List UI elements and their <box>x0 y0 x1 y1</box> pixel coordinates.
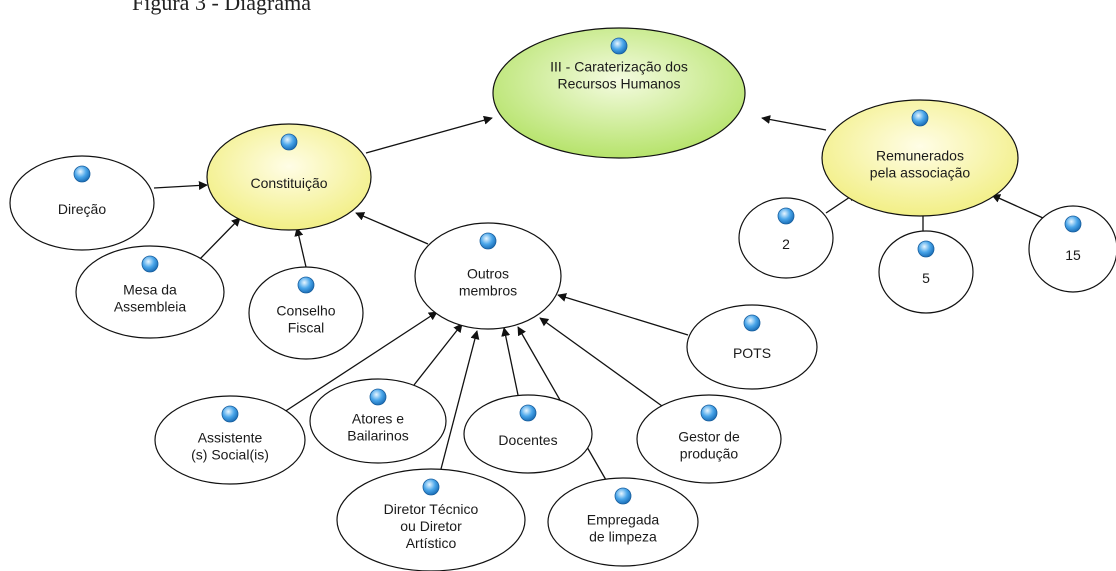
node-marker-icon <box>777 207 795 225</box>
diagram-caption: Figura 3 - Diagrama <box>132 0 311 16</box>
node-label: pela associação <box>870 165 971 181</box>
node-marker-icon <box>297 276 315 294</box>
node-shape <box>309 378 447 464</box>
node-label: 15 <box>1065 247 1081 263</box>
node-marker-icon <box>479 232 497 250</box>
edge-constituicao-rh <box>365 115 493 154</box>
node-label: Empregada <box>587 512 660 528</box>
caption-text: Figura 3 - Diagrama <box>132 0 311 15</box>
node-label: Assembleia <box>114 299 187 315</box>
edge-conselho-constituicao <box>294 227 307 268</box>
node-marker-icon <box>917 240 935 258</box>
edge-n15-remunerados <box>991 194 1044 219</box>
node-label: Mesa da <box>123 282 177 298</box>
node-marker-icon <box>743 314 761 332</box>
node-direcao[interactable]: Direção <box>9 155 155 251</box>
node-marker-icon <box>614 487 632 505</box>
node-label: de limpeza <box>589 529 657 545</box>
node-shape <box>9 155 155 251</box>
node-label: Gestor de <box>678 429 740 445</box>
edge-outros-constituicao <box>355 212 429 245</box>
node-marker-icon <box>221 405 239 423</box>
node-marker-icon <box>280 133 298 151</box>
node-label: Fiscal <box>288 320 325 336</box>
edge-mesa-constituicao <box>197 217 241 262</box>
edge-diretor-outros <box>440 330 480 470</box>
node-pots[interactable]: POTS <box>686 304 818 390</box>
node-shape <box>821 99 1019 217</box>
node-label: Artístico <box>406 535 457 551</box>
node-constituicao[interactable]: Constituição <box>206 123 372 231</box>
node-assistente[interactable]: Assistente(s) Social(is) <box>154 395 306 485</box>
node-label: III - Caraterização dos <box>550 59 688 75</box>
edge-atores-outros <box>413 323 463 386</box>
node-label: 2 <box>782 236 790 252</box>
node-shape <box>463 394 593 474</box>
node-shape <box>492 27 746 159</box>
node-shape <box>336 468 526 571</box>
node-label: Direção <box>58 201 106 217</box>
node-label: (s) Social(is) <box>191 447 269 463</box>
node-marker-icon <box>519 404 537 422</box>
node-shape <box>547 477 699 567</box>
edge-docentes-outros <box>501 327 519 396</box>
node-marker-icon <box>369 388 387 406</box>
node-n5[interactable]: 5 <box>878 230 974 314</box>
node-label: ou Diretor <box>400 518 462 534</box>
edge-gestor-outros <box>539 317 663 407</box>
node-label: produção <box>680 446 739 462</box>
node-marker-icon <box>73 165 91 183</box>
node-shape <box>738 197 834 279</box>
node-marker-icon <box>141 255 159 273</box>
node-label: Conselho <box>276 303 335 319</box>
node-label: Remunerados <box>876 148 964 164</box>
node-marker-icon <box>911 109 929 127</box>
node-shape <box>206 123 372 231</box>
node-marker-icon <box>700 404 718 422</box>
node-marker-icon <box>422 478 440 496</box>
node-marker-icon <box>610 37 628 55</box>
node-label: POTS <box>733 345 771 361</box>
node-label: Docentes <box>498 432 557 448</box>
edge-remunerados-rh <box>761 115 827 131</box>
node-label: Outros <box>467 266 509 282</box>
node-label: Constituição <box>250 175 327 191</box>
node-label: Bailarinos <box>347 428 408 444</box>
node-n15[interactable]: 15 <box>1028 205 1116 293</box>
edge-direcao-constituicao <box>153 180 208 190</box>
edge-pots-outros <box>557 293 689 336</box>
node-shape <box>636 394 782 484</box>
node-label: membros <box>459 283 517 299</box>
edge-assistente-outros <box>277 311 438 417</box>
node-docentes[interactable]: Docentes <box>463 394 593 474</box>
node-label: Diretor Técnico <box>384 501 479 517</box>
node-shape <box>75 245 225 339</box>
node-shape <box>154 395 306 485</box>
node-shape <box>686 304 818 390</box>
node-label: 5 <box>922 270 930 286</box>
node-shape <box>1028 205 1116 293</box>
node-shape <box>414 222 562 330</box>
node-shape <box>248 266 364 360</box>
node-label: Assistente <box>198 430 263 446</box>
node-label: Atores e <box>352 411 404 427</box>
node-label: Recursos Humanos <box>558 76 681 92</box>
node-marker-icon <box>1064 215 1082 233</box>
node-shape <box>878 230 974 314</box>
node-n2[interactable]: 2 <box>738 197 834 279</box>
